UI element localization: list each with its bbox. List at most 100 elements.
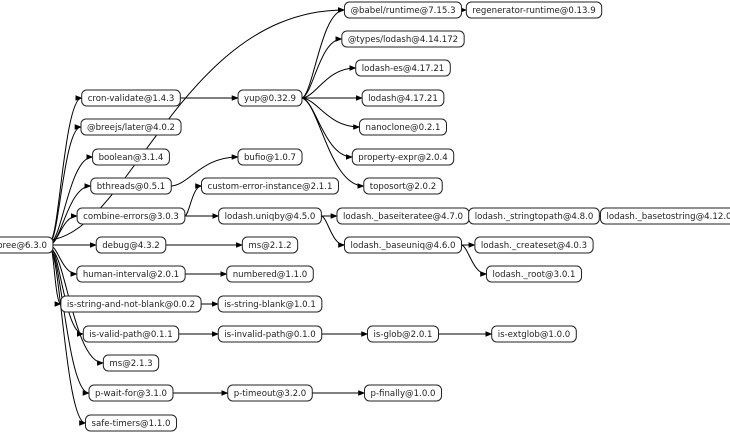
node-box — [237, 89, 303, 107]
node-label: lodash.uniqby@4.5.0 — [225, 212, 316, 222]
edge-bree-to-boolean — [50, 154, 94, 243]
node-label: bufio@1.0.7 — [244, 153, 296, 163]
node-box — [80, 118, 182, 136]
node-box — [351, 148, 455, 166]
graph-node-isstrb: is-string-blank@1.0.1 — [217, 295, 323, 313]
node-box — [82, 325, 180, 343]
node-label: ms@2.1.3 — [109, 359, 152, 369]
node-label: is-string-and-not-blank@0.0.2 — [67, 300, 195, 310]
node-box — [465, 1, 603, 19]
node-box — [217, 295, 323, 313]
graph-node-combine: combine-errors@3.0.3 — [76, 207, 186, 225]
graph-node-ms213: ms@2.1.3 — [102, 354, 160, 372]
edge-baseuniq-to-root — [461, 244, 488, 277]
node-label: ms@2.1.2 — [248, 241, 291, 251]
edge-bthreads-to-bufio — [171, 154, 239, 187]
node-box — [361, 89, 445, 107]
graph-node-yup: yup@0.32.9 — [237, 89, 303, 107]
node-label: lodash._baseuniq@4.6.0 — [350, 241, 455, 251]
graph-node-uniqby: lodash.uniqby@4.5.0 — [218, 207, 322, 225]
graph-node-isglob: is-glob@2.0.1 — [367, 325, 439, 343]
graph-node-ptimeout: p-timeout@3.2.0 — [227, 384, 313, 402]
node-label: debug@4.3.2 — [102, 241, 160, 251]
node-box — [355, 59, 451, 77]
graph-node-baseuniq: lodash._baseuniq@4.6.0 — [343, 236, 463, 254]
node-box — [201, 177, 339, 195]
node-label: p-wait-for@3.1.0 — [95, 389, 167, 399]
node-label: @types/lodash@4.14.172 — [348, 35, 458, 45]
node-label: combine-errors@3.0.3 — [83, 212, 179, 222]
node-box — [0, 236, 54, 254]
edge-arrow — [171, 154, 239, 187]
node-label: bthreads@0.5.1 — [97, 182, 166, 192]
node-box — [102, 354, 160, 372]
edge-arrow — [50, 154, 94, 243]
node-label: lodash._basetostring@4.12.0 — [606, 212, 730, 222]
edge-arrow — [301, 7, 346, 99]
node-label: is-extglob@1.0.0 — [498, 330, 571, 340]
node-box — [60, 295, 202, 313]
node-box — [241, 236, 299, 254]
graph-node-propexpr: property-expr@2.0.4 — [351, 148, 455, 166]
graph-node-createset: lodash._createset@4.0.3 — [474, 236, 594, 254]
node-box — [468, 207, 600, 225]
graph-node-later: @breejs/later@4.0.2 — [80, 118, 182, 136]
node-box — [341, 30, 465, 48]
node-box — [84, 414, 178, 432]
node-label: lodash@4.17.21 — [368, 94, 438, 104]
node-box — [81, 89, 181, 107]
edge-yup-to-typeslodash — [301, 36, 343, 99]
graph-node-pwaitfor: p-wait-for@3.1.0 — [88, 384, 174, 402]
graph-node-baseiteratee: lodash._baseiteratee@4.7.0 — [336, 207, 470, 225]
graph-node-bree: bree@6.3.0 — [0, 236, 54, 254]
edge-bree-to-later — [50, 124, 82, 242]
node-label: cron-validate@1.4.3 — [88, 94, 175, 104]
node-label: p-finally@1.0.0 — [370, 389, 435, 399]
node-label: is-string-blank@1.0.1 — [224, 300, 316, 310]
graph-node-toposort: toposort@2.0.2 — [363, 177, 443, 195]
edge-yup-to-babel — [301, 7, 346, 99]
node-label: is-invalid-path@0.1.0 — [224, 330, 315, 340]
edge-uniqby-to-baseuniq — [321, 215, 346, 248]
node-box — [227, 384, 313, 402]
edge-arrow — [184, 183, 203, 217]
edge-arrow — [50, 249, 87, 426]
node-label: lodash._createset@4.0.3 — [481, 241, 587, 251]
node-box — [359, 118, 447, 136]
graph-node-regen: regenerator-runtime@0.13.9 — [465, 1, 603, 19]
node-box — [95, 236, 167, 254]
graph-node-babel: @babel/runtime@7.15.3 — [343, 1, 463, 19]
node-label: is-valid-path@0.1.1 — [89, 330, 172, 340]
node-label: bree@6.3.0 — [0, 241, 47, 251]
node-box — [226, 265, 314, 283]
graph-node-isstrnb: is-string-and-not-blank@0.0.2 — [60, 295, 202, 313]
node-box — [237, 148, 303, 166]
edge-yup-to-toposort — [301, 97, 365, 189]
node-label: @breejs/later@4.0.2 — [87, 123, 175, 133]
edge-arrow — [301, 65, 357, 99]
graph-node-boolean: boolean@3.1.4 — [92, 148, 170, 166]
node-label: lodash._root@3.0.1 — [492, 270, 575, 280]
node-label: is-glob@2.0.1 — [374, 330, 433, 340]
node-label: boolean@3.1.4 — [99, 153, 164, 163]
node-box — [343, 1, 463, 19]
edge-arrow — [461, 244, 488, 277]
graph-node-nanoclone: nanoclone@0.2.1 — [359, 118, 447, 136]
node-box — [474, 236, 594, 254]
edge-arrow — [50, 124, 82, 242]
graph-node-ms212: ms@2.1.2 — [241, 236, 299, 254]
node-box — [90, 177, 172, 195]
node-box — [485, 265, 583, 283]
graph-node-humanint: human-interval@2.0.1 — [76, 265, 186, 283]
edge-arrow — [321, 215, 346, 248]
node-label: safe-timers@1.1.0 — [91, 419, 170, 429]
graph-node-lodash: lodash@4.17.21 — [361, 89, 445, 107]
node-label: human-interval@2.0.1 — [83, 270, 179, 280]
edge-combine-to-customerr — [184, 183, 203, 217]
node-box — [88, 384, 174, 402]
node-box — [217, 325, 323, 343]
graph-node-typeslodash: @types/lodash@4.14.172 — [341, 30, 465, 48]
edge-bree-to-safetimers — [50, 249, 87, 426]
